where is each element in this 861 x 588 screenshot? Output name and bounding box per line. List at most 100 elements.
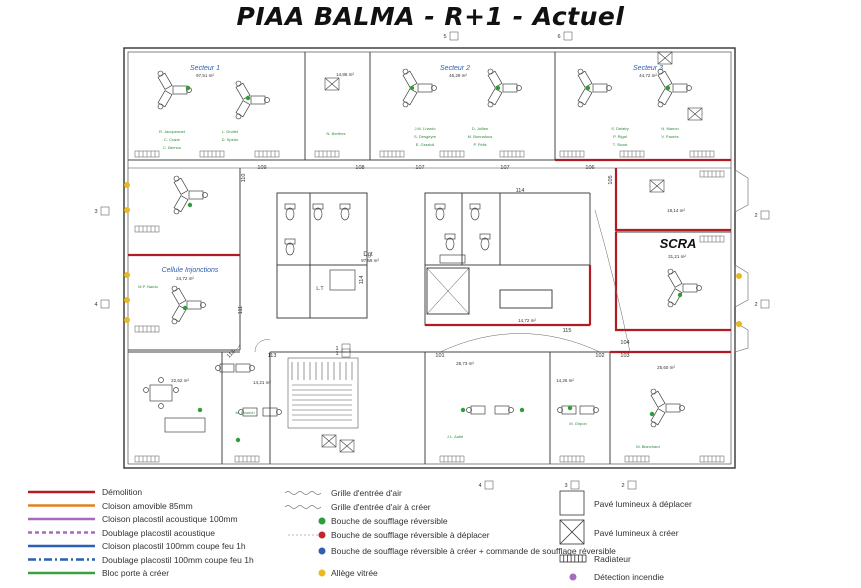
window-number: 3 <box>94 209 97 215</box>
room-area: 14,86 m² <box>336 72 354 77</box>
legend-label: Cloison placostil 100mm coupe feu 1h <box>102 541 246 551</box>
door-number: 112 <box>226 349 236 359</box>
furniture-layer <box>134 51 725 463</box>
occupant-name: S. Delatry <box>611 126 629 131</box>
door-number: 107 <box>415 165 424 171</box>
label-lt: L.T <box>316 286 323 292</box>
legend-label: Bouche de soufflage réversible à déplace… <box>331 530 490 540</box>
zone-cellule-injonctions: Cellule Injonctions <box>162 267 219 274</box>
workstation-cluster <box>557 405 599 415</box>
legend-label: Pavé lumineux à déplacer <box>594 499 692 509</box>
room-area: 24,72 m² <box>176 276 194 281</box>
legend-label: Doublage placostil 100mm coupe feu 1h <box>102 554 254 565</box>
legend-symbol <box>569 573 577 581</box>
zone-secteur-1: Secteur 1 <box>190 65 220 72</box>
legend-symbol <box>288 531 326 539</box>
door-number: 108 <box>355 165 364 171</box>
occupant-name: S. Desgeyre <box>414 134 437 139</box>
legend-label: Pavé lumineux à créer <box>594 528 679 538</box>
workstation-cluster <box>173 175 208 215</box>
occupant-name: V. Paurès <box>661 134 678 139</box>
window-number: 2 <box>754 213 757 219</box>
legend-item: Doublage placostil 100mm coupe feu 1h <box>96 553 254 567</box>
workstation-cluster <box>215 363 255 373</box>
occupant-name: P. Rigal <box>613 134 627 139</box>
air-vent-dot <box>245 95 251 101</box>
door-number: 106 <box>585 165 594 171</box>
legend-label: Cloison placostil acoustique 100mm <box>102 514 238 524</box>
door-number: 109 <box>257 165 266 171</box>
zone-secteur-3: Secteur 3 <box>633 65 663 72</box>
legend-item: Pavé lumineux à créer <box>588 526 679 540</box>
room-area: 28,73 m² <box>456 361 474 366</box>
occupant-name: L. Drullet <box>222 129 239 134</box>
legend-item: Pavé lumineux à déplacer <box>588 497 692 511</box>
workstation-cluster <box>157 70 192 110</box>
workstation-cluster <box>487 68 522 108</box>
room-area: 14,26 m² <box>556 378 574 383</box>
room-area: 97,51 m² <box>196 73 214 78</box>
room-area: 22,62 m² <box>171 378 189 383</box>
legend-label: Radiateur <box>594 554 631 564</box>
window-marker: 3 <box>564 480 580 490</box>
legend-item: Cloison placostil acoustique 100mm <box>96 512 238 526</box>
legend-item: Démolition <box>96 485 142 499</box>
legend-label: Doublage placostil acoustique <box>102 527 215 538</box>
window-number: 2 <box>621 483 624 489</box>
legend-item: Grille d'entrée d'air <box>325 486 402 500</box>
legend-label: Allège vitrée <box>331 568 378 578</box>
room-area: 97,58 m² <box>361 258 379 263</box>
legend-symbol <box>284 491 322 495</box>
door-number: 102 <box>595 353 604 359</box>
occupant-name: T. Sicart <box>613 142 628 147</box>
window-number: 1 <box>335 351 338 357</box>
glazed-spandrel-marker <box>736 273 742 279</box>
demolition-walls <box>128 158 731 354</box>
occupant-name: M. Gripon <box>569 421 587 426</box>
door-number: 105 <box>608 175 614 184</box>
air-vent-dot <box>649 411 655 417</box>
legend-item: Bouche de soufflage réversible <box>325 514 448 528</box>
air-vent-dot <box>585 85 591 91</box>
legend-label: Grille d'entrée d'air <box>331 488 402 498</box>
occupant-name: N. Berthes <box>327 131 346 136</box>
window-number: 6 <box>557 34 560 40</box>
legend-symbol <box>318 517 326 525</box>
legend-symbol <box>318 569 326 577</box>
window-marker: 3 <box>94 206 110 216</box>
staircase <box>287 357 359 429</box>
door-number: 113 <box>268 353 277 359</box>
air-vent-dot <box>677 292 683 298</box>
interior-walls <box>128 52 731 464</box>
window-marker: 2 <box>754 299 770 309</box>
radiators <box>134 150 725 463</box>
occupant-name: P. Pélis <box>473 142 486 147</box>
glazed-spandrel-marker <box>124 272 130 278</box>
air-vent-dot <box>187 202 193 208</box>
occupant-name: M. Pouech <box>235 410 254 415</box>
window-number: 1 <box>335 346 338 352</box>
air-vent-dot <box>409 85 415 91</box>
glazed-spandrel-marker <box>124 207 130 213</box>
legend-label: Cloison amovible 85mm <box>102 500 193 511</box>
room-area: 31,21 m² <box>668 254 686 259</box>
occupant-name: C. Crane <box>164 137 181 142</box>
door-number: 107 <box>500 165 509 171</box>
occupant-name: C. Bernou <box>163 145 181 150</box>
legend-symbol <box>559 554 587 563</box>
legend-item: Doublage placostil acoustique <box>96 526 215 540</box>
window-marker: 5 <box>443 31 459 41</box>
occupant-name: D. Jullien <box>472 126 488 131</box>
window-number: 4 <box>478 483 481 489</box>
air-vent-dot <box>185 85 191 91</box>
workstation-cluster <box>657 68 692 108</box>
room-area: 46,29 m² <box>449 73 467 78</box>
air-vent-dot <box>519 407 525 413</box>
air-vent-dot <box>567 405 573 411</box>
door-number: 115 <box>563 328 572 334</box>
occupant-name: J.M. Lhardo <box>414 126 436 131</box>
workstation-cluster <box>577 68 612 108</box>
occupant-name: N. Manon <box>661 126 678 131</box>
